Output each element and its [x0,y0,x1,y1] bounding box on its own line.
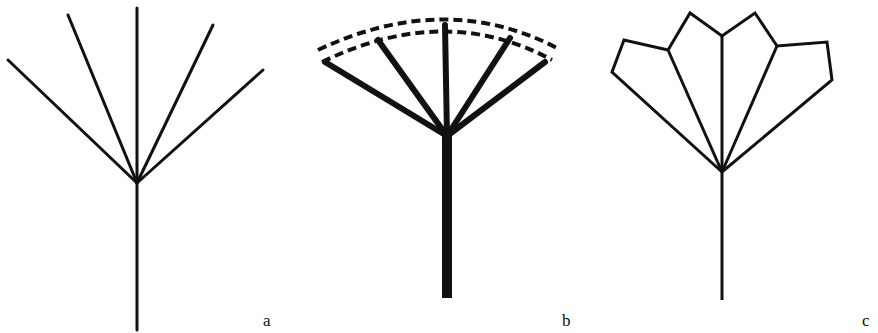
figure-letter: b [562,312,571,329]
figure-letter: a [263,312,271,329]
umbel-a [8,8,263,330]
figure-letter: c [862,312,870,329]
umbel-b [318,19,557,298]
umbel-c [612,13,832,300]
